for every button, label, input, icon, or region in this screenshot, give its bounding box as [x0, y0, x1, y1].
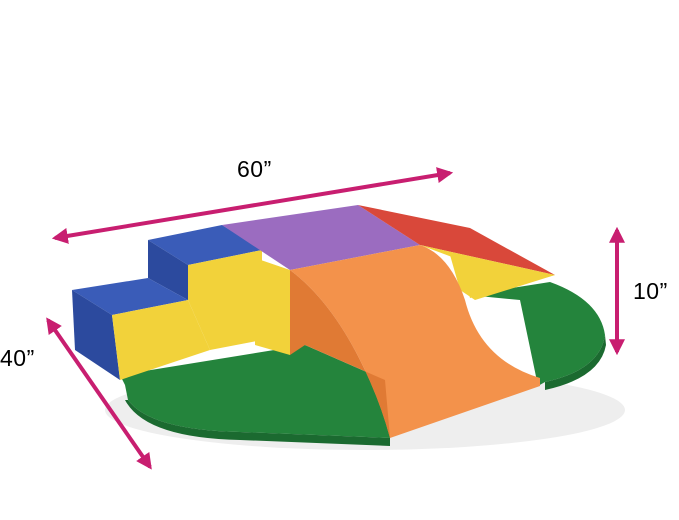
orange-slide [290, 245, 540, 438]
depth-arrow [46, 317, 152, 470]
width-label: 60” [237, 156, 272, 182]
yellow-step-upper-side [188, 250, 262, 350]
width-arrow [51, 167, 454, 244]
yellow-wedge-side [420, 245, 555, 298]
blue-step-lower-top [72, 278, 188, 315]
yellow-base-back [255, 258, 290, 355]
green-mat-right [468, 282, 605, 386]
orange-slide-side [290, 270, 390, 438]
green-mat-right-edge [545, 335, 606, 390]
blue-step-upper-front [148, 240, 188, 300]
depth-label: 40” [0, 345, 35, 371]
height-label: 10” [633, 278, 668, 304]
green-mat-left-edge [125, 400, 390, 446]
green-mat-left [120, 345, 390, 438]
